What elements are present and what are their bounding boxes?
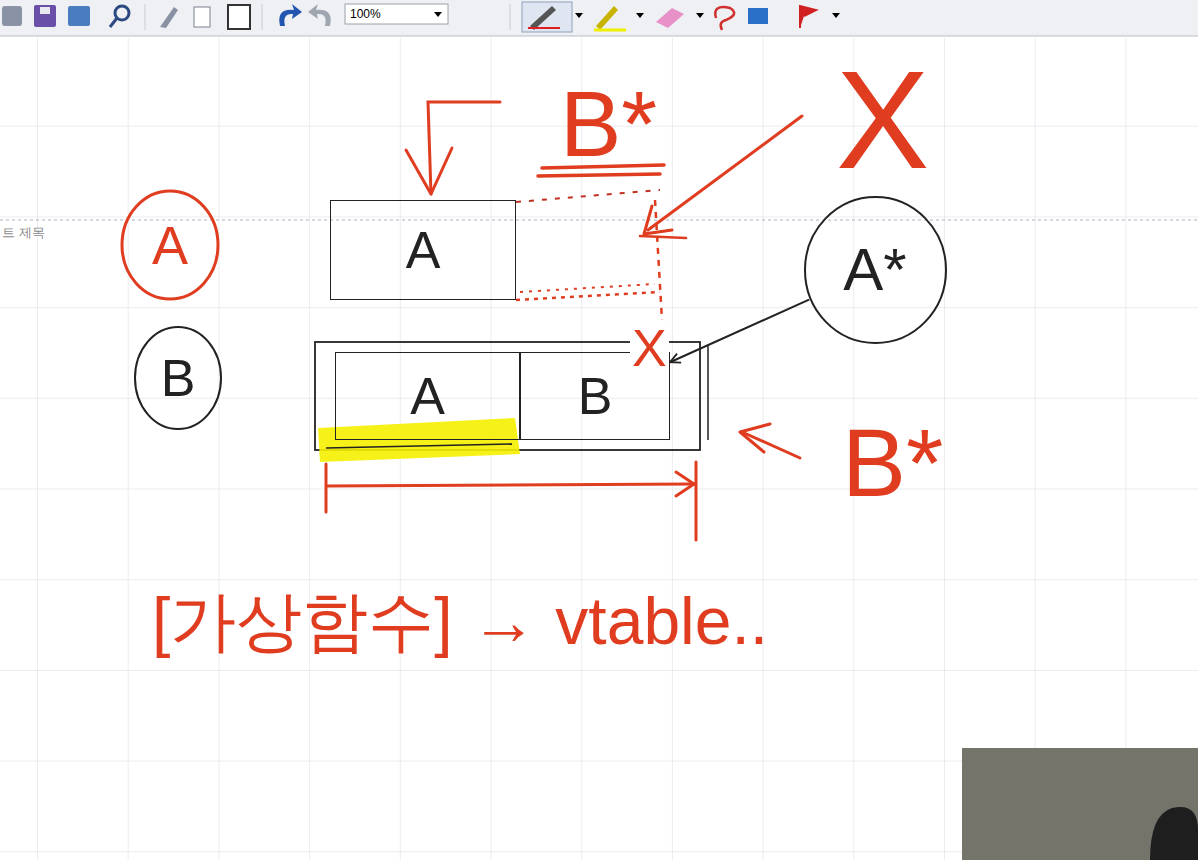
entry-arrowhead [406,148,452,194]
text-group: A [152,218,188,272]
node-text: A [152,218,188,272]
pointer-arrow [648,116,802,230]
base-part: A [335,352,520,440]
highlight-underline [326,444,512,448]
dotted-guide [516,292,660,300]
highlight [318,418,520,462]
size-arrowhead [676,472,694,496]
text-group: A [406,224,441,276]
node-text: A* [843,240,906,300]
grid [0,38,1198,860]
class-circle: A [120,189,220,301]
pointer-tick [640,236,686,238]
node-text: A [410,370,445,422]
text-group: A* [843,240,906,300]
text-group: A [410,370,445,422]
webcam-overlay [962,748,1198,860]
pointer-arrowhead [644,206,672,234]
dotted-guide [520,284,655,292]
circle-outline [135,327,221,429]
title-placeholder: 트 제목 [2,226,45,239]
circle-outline [805,197,946,343]
pointer-arrow [670,300,809,362]
dotted-guide [516,190,660,202]
circle-outline [122,191,218,299]
cross-mark: X [836,50,929,190]
pointer-circle: A* [803,195,948,345]
pointer-arrowhead [740,424,770,452]
cross-mark: X [630,322,669,374]
note: [가상함수] → vtable.. [152,588,768,654]
node-text: B [578,370,613,422]
pointer-type: B* [560,78,657,170]
node-text: B [161,352,196,404]
text-group: B [578,370,613,422]
object-box: A [330,200,516,300]
pointer-arrow [742,432,800,458]
text-group: B [161,352,196,404]
size-bracket [326,462,696,540]
dotted-guide [655,200,662,320]
toolbar [0,0,1198,36]
zoom-value: 100% [350,8,381,20]
pointer-type: B* [842,415,943,511]
class-circle: B [133,325,223,431]
node-text: A [406,224,441,276]
object-outline [707,345,709,440]
